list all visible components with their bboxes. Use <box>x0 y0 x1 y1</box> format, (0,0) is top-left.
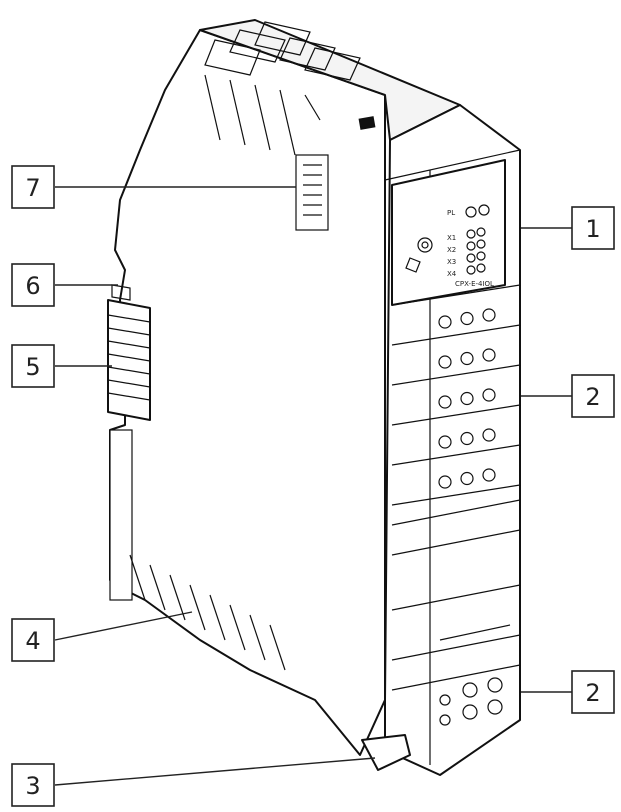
terminal-screw <box>460 471 474 486</box>
callout-2-upper-label: 2 <box>585 383 600 411</box>
terminal-screw <box>482 388 496 402</box>
callout-2-upper: 2 <box>571 374 615 418</box>
terminal-screw <box>482 428 496 442</box>
terminal-blocks-lower <box>391 499 521 726</box>
terminal-screw <box>438 475 452 489</box>
terminal-screw <box>482 308 496 322</box>
led-label-x1: X1 <box>447 234 456 242</box>
callout-5: 5 <box>11 344 55 388</box>
terminal-screw <box>438 315 452 329</box>
led-label-x2: X2 <box>447 246 456 254</box>
callout-7-label: 7 <box>25 174 40 202</box>
terminal-blocks-upper <box>391 284 521 506</box>
led-label-pl: PL <box>447 209 455 217</box>
bottom-ventilation-fins <box>109 429 286 671</box>
terminal-screw <box>482 468 496 482</box>
callout-3: 3 <box>11 763 55 807</box>
led-status-panel: PL X1 X2 X3 X4 CPX-E-4IOL <box>391 159 506 306</box>
terminal-screw <box>460 351 474 366</box>
terminal-screw <box>460 391 474 406</box>
callout-7: 7 <box>11 165 55 209</box>
side-connector-strip <box>107 284 151 421</box>
callout-2-lower: 2 <box>571 670 615 714</box>
led-label-x3: X3 <box>447 258 456 266</box>
callout-4-label: 4 <box>25 627 40 655</box>
model-label: CPX-E-4IOL <box>455 280 494 288</box>
callout-6-label: 6 <box>25 272 40 300</box>
callout-1-label: 1 <box>585 215 600 243</box>
callout-4: 4 <box>11 618 55 662</box>
terminal-screw <box>438 395 452 409</box>
terminal-screw <box>460 311 474 326</box>
module-housing <box>109 19 521 776</box>
callout-6: 6 <box>11 263 55 307</box>
callout-3-label: 3 <box>25 772 40 800</box>
callout-2-lower-label: 2 <box>585 679 600 707</box>
top-ventilation-fins <box>204 21 376 156</box>
leader-lines <box>54 186 572 786</box>
terminal-screw <box>438 435 452 449</box>
bottom-latch <box>361 734 411 771</box>
callout-5-label: 5 <box>25 353 40 381</box>
dip-switch-block <box>295 154 329 231</box>
callout-1: 1 <box>571 206 615 250</box>
terminal-screw <box>438 355 452 369</box>
terminal-screw <box>460 431 474 446</box>
led-label-x4: X4 <box>447 270 457 278</box>
terminal-screw <box>482 348 496 362</box>
